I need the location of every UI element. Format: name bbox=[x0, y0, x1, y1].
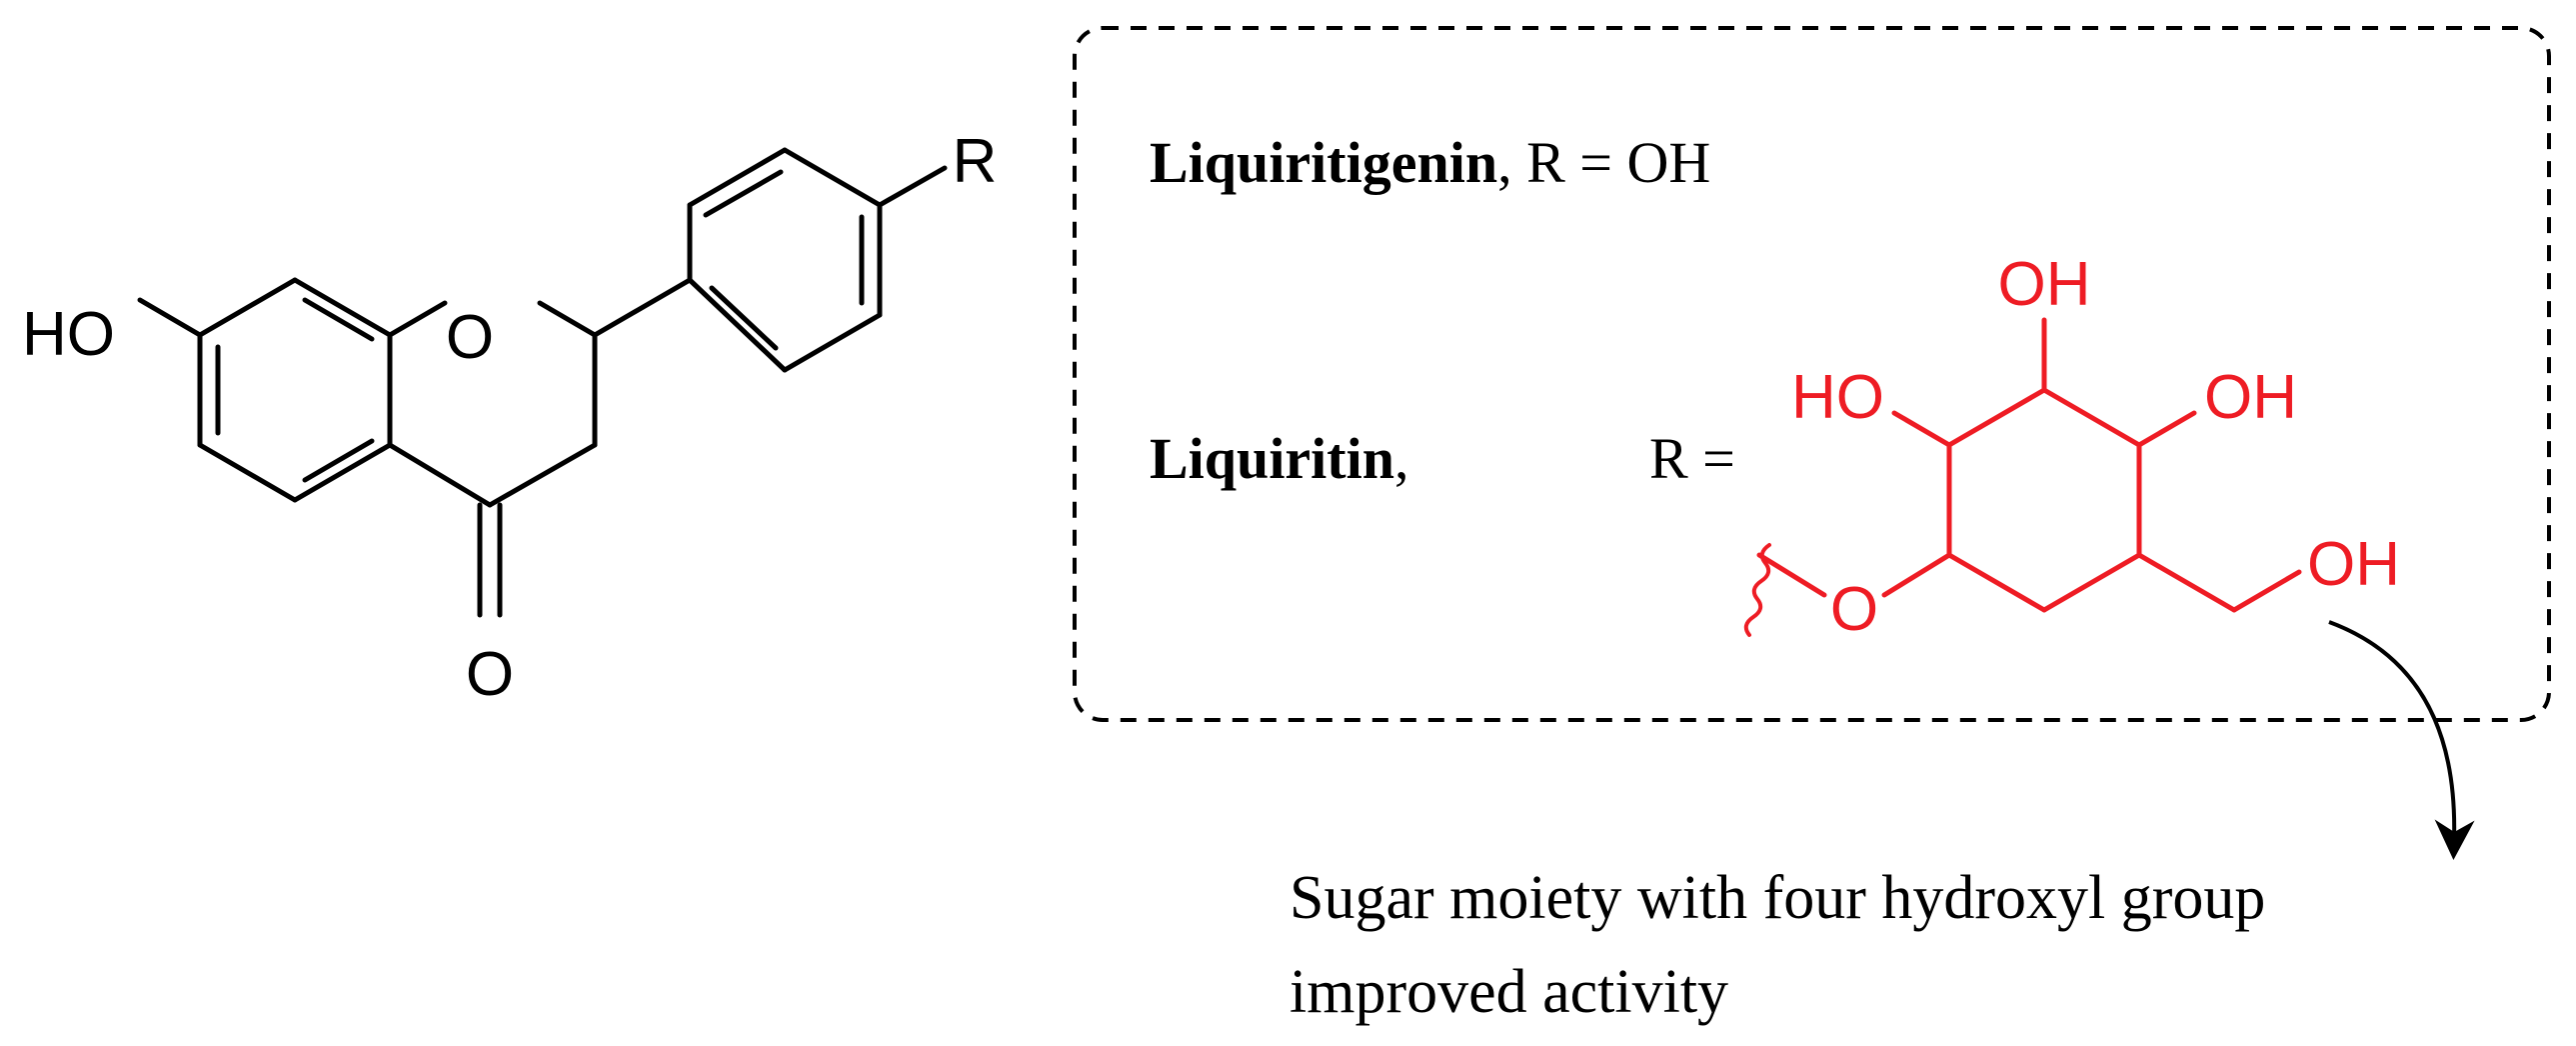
liquiritin-name: Liquiritin bbox=[1150, 426, 1394, 491]
liquiritigenin-r-value: , R = OH bbox=[1497, 130, 1710, 195]
annotation-line-2: improved activity bbox=[1289, 958, 1728, 1026]
bond bbox=[2136, 552, 2237, 613]
r-group-label: R bbox=[953, 127, 998, 196]
bond bbox=[387, 442, 493, 508]
bond bbox=[1946, 387, 2047, 448]
flavanone-core-structure bbox=[137, 147, 948, 618]
bond bbox=[782, 147, 883, 208]
liquiritigenin-name: Liquiritigenin bbox=[1150, 130, 1497, 195]
bond bbox=[877, 165, 948, 208]
bond bbox=[197, 277, 298, 338]
bond bbox=[197, 442, 298, 503]
definitions-box bbox=[1073, 26, 2551, 722]
bond bbox=[537, 300, 598, 338]
bond bbox=[387, 300, 448, 338]
bond bbox=[782, 312, 883, 373]
double-bond bbox=[302, 438, 375, 483]
bond bbox=[2041, 552, 2142, 613]
bond bbox=[292, 277, 393, 338]
double-bond bbox=[302, 297, 375, 342]
bond bbox=[2136, 410, 2197, 448]
bond bbox=[1946, 552, 2047, 613]
double-bond bbox=[703, 169, 784, 218]
sugar-ho-left-label: HO bbox=[1791, 363, 1884, 432]
carbonyl-oxygen-label: O bbox=[466, 640, 514, 709]
annotation-line-1: Sugar moiety with four hydroxyl group bbox=[1289, 864, 2265, 932]
annotation-arrow bbox=[2328, 620, 2475, 860]
bond bbox=[2231, 569, 2302, 613]
bond bbox=[592, 277, 693, 338]
bond bbox=[1881, 552, 1952, 598]
sugar-oh-right-label: OH bbox=[2204, 363, 2297, 432]
liquiritin-definition: Liquiritin, bbox=[1150, 426, 1408, 491]
bond bbox=[2041, 387, 2142, 448]
bond bbox=[137, 297, 203, 338]
liquiritin-comma: , bbox=[1394, 426, 1409, 491]
bond bbox=[1891, 410, 1952, 448]
sugar-linker-oxygen-label: O bbox=[1830, 575, 1878, 644]
bond bbox=[687, 147, 788, 208]
liquiritigenin-definition: Liquiritigenin, R = OH bbox=[1150, 130, 1710, 195]
sugar-oh-ch2-label: OH bbox=[2307, 530, 2400, 599]
ring-oxygen-label: O bbox=[446, 303, 494, 372]
liquiritin-r-equals: R = bbox=[1649, 426, 1735, 491]
sugar-moiety-structure bbox=[1756, 317, 2302, 613]
bond bbox=[687, 277, 788, 373]
sugar-oh-top-label: OH bbox=[1998, 250, 2091, 319]
wavy-attachment-bond bbox=[1743, 543, 1771, 637]
bond bbox=[487, 442, 598, 508]
ho-label: HO bbox=[22, 300, 115, 369]
bond bbox=[1756, 552, 1827, 598]
double-bond bbox=[709, 285, 779, 351]
bond bbox=[292, 442, 393, 503]
